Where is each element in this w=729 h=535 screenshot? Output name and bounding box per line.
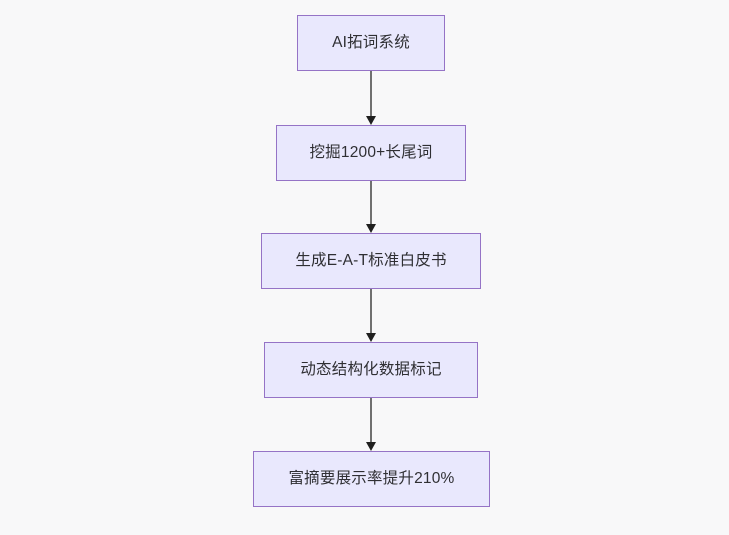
flow-node-n5[interactable]: 富摘要展示率提升210% [253,451,490,507]
edge-arrowhead-icon [366,442,376,451]
flow-node-n3[interactable]: 生成E-A-T标准白皮书 [261,233,481,289]
flow-edge-n2-to-n3 [363,181,379,233]
flow-node-label: AI拓词系统 [332,34,410,52]
flow-node-label: 生成E-A-T标准白皮书 [295,252,447,270]
edge-arrowhead-icon [366,224,376,233]
flow-node-n4[interactable]: 动态结构化数据标记 [264,342,478,398]
flow-node-n2[interactable]: 挖掘1200+长尾词 [276,125,466,181]
flow-node-label: 动态结构化数据标记 [300,361,442,379]
flow-edge-n1-to-n2 [363,71,379,125]
flow-edge-n3-to-n4 [363,289,379,342]
flow-node-label: 挖掘1200+长尾词 [309,144,433,162]
edge-arrowhead-icon [366,333,376,342]
flow-edge-n4-to-n5 [363,398,379,451]
flow-node-n1[interactable]: AI拓词系统 [297,15,445,71]
edge-arrowhead-icon [366,116,376,125]
flow-node-label: 富摘要展示率提升210% [288,470,455,488]
